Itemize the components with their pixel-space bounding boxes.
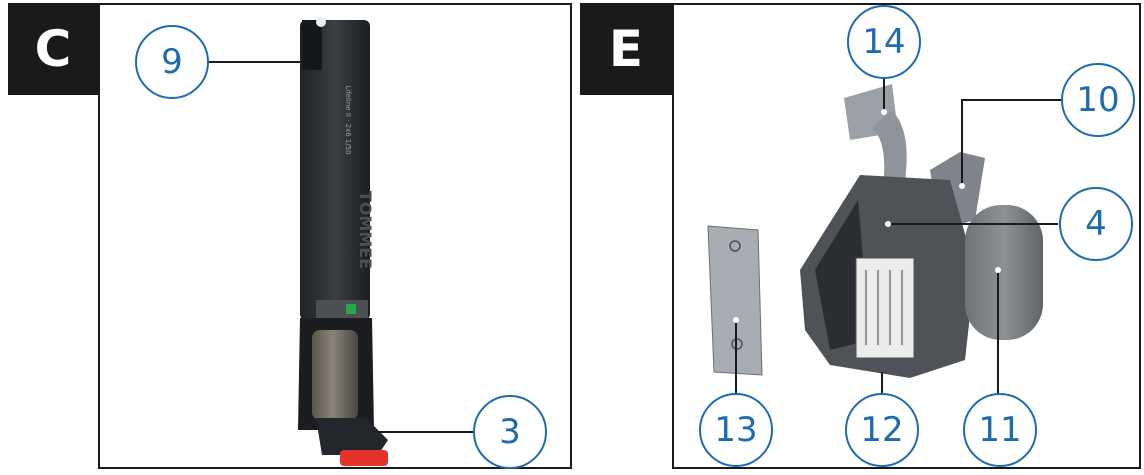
callout-10: 10 xyxy=(1062,64,1134,136)
callout-11: 11 xyxy=(964,394,1036,466)
sensor-assembly xyxy=(708,84,1043,378)
cylinder-cell xyxy=(312,330,358,420)
cylinder-11 xyxy=(965,205,1043,340)
callout-14: 14 xyxy=(848,6,920,78)
callout-9-label: 9 xyxy=(161,42,183,82)
callout-14-label: 14 xyxy=(862,22,905,62)
callout-4-label: 4 xyxy=(1085,204,1107,244)
callout-13-label: 13 xyxy=(714,410,757,450)
lower-clip xyxy=(316,418,388,455)
callout-9: 9 xyxy=(136,26,208,98)
callout-12: 12 xyxy=(846,394,918,466)
device-indicator-dot xyxy=(316,17,326,27)
circuit-board-12 xyxy=(856,258,914,358)
device-cap xyxy=(302,20,322,70)
device-spec-line: Lifeline II · 2x6 1/50 xyxy=(344,85,352,154)
callout-10-label: 10 xyxy=(1076,80,1119,120)
callout-13: 13 xyxy=(700,394,772,466)
red-tip xyxy=(340,450,388,466)
callout-3-label: 3 xyxy=(499,412,521,452)
leader-dot-13 xyxy=(733,317,739,323)
green-led xyxy=(346,304,356,314)
leader-dot-14 xyxy=(881,109,887,115)
leader-dot-11 xyxy=(995,267,1001,273)
leader-dot-10 xyxy=(959,183,965,189)
tester-device: Lifeline II · 2x6 1/50 TOMMEE xyxy=(298,17,388,466)
callout-12-label: 12 xyxy=(860,410,903,450)
callout-3: 3 xyxy=(474,396,546,468)
callout-11-label: 11 xyxy=(978,410,1021,450)
leader-dot-4 xyxy=(885,221,891,227)
callout-4: 4 xyxy=(1060,188,1132,260)
device-brand-mark: TOMMEE xyxy=(356,191,375,269)
